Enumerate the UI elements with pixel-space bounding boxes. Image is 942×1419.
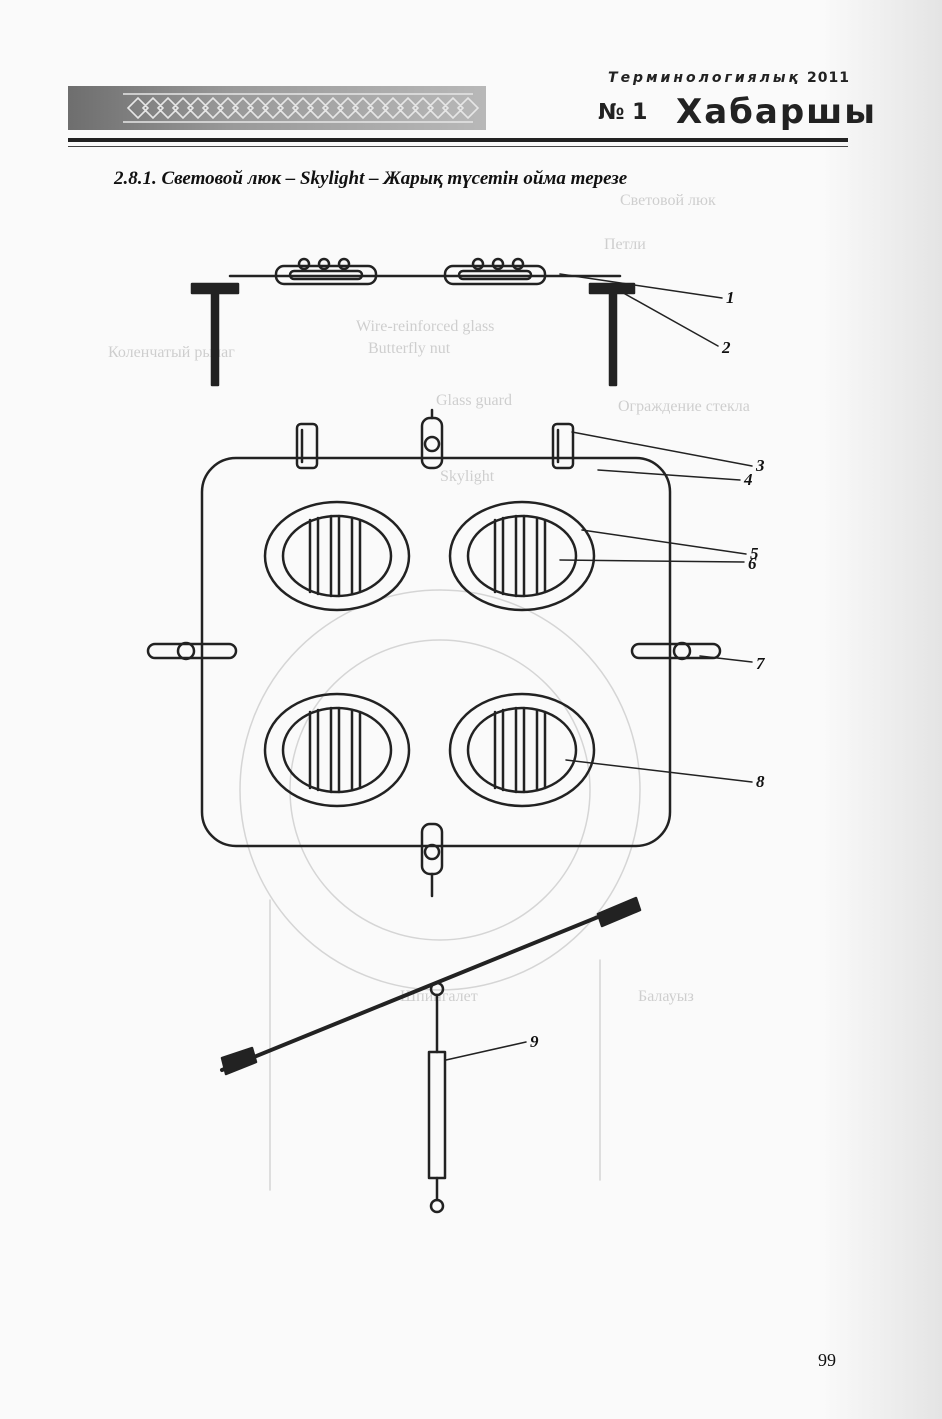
ornament-pattern xyxy=(123,93,480,123)
coaming-frame xyxy=(190,282,636,387)
journal-year: 2011 xyxy=(807,70,850,86)
bleed-through-text: Световой люк xyxy=(620,192,716,209)
callout-8: 8 xyxy=(756,772,765,791)
callout-1: 1 xyxy=(726,288,735,307)
bleed-through-text: Glass guard xyxy=(436,392,512,409)
porthole xyxy=(448,692,596,808)
rocker-arm xyxy=(220,896,642,1214)
header-rule-thin xyxy=(68,146,848,147)
bleed-through-drawing xyxy=(239,589,641,1191)
leader-lines xyxy=(445,273,753,1061)
gutter-shadow xyxy=(822,0,942,1419)
bleed-through-text: Шпингалет xyxy=(400,988,478,1005)
bleed-through-text: Butterfly nut xyxy=(368,340,451,357)
butterfly-nut xyxy=(630,641,722,661)
journal-line-text: Терминологиялық xyxy=(608,70,802,86)
journal-name: Хабаршы xyxy=(676,92,878,132)
cover-plate xyxy=(200,456,672,848)
butterfly-nut xyxy=(146,641,238,661)
page-number: 99 xyxy=(818,1350,836,1370)
bleed-through-text: Ограждение стекла xyxy=(618,398,750,415)
callout-5: 5 xyxy=(750,544,759,563)
porthole xyxy=(263,692,411,808)
callout-4: 4 xyxy=(744,470,753,489)
callout-7: 7 xyxy=(756,654,765,673)
journal-running-title: Терминологиялық 2011 xyxy=(608,70,850,86)
issue-number: № 1 xyxy=(598,100,648,125)
bleed-through-text: Балауыз xyxy=(638,988,694,1005)
porthole xyxy=(448,500,596,612)
bleed-through-text: Skylight xyxy=(440,468,495,485)
bleed-through-text: Петли xyxy=(604,236,646,253)
callout-2: 2 xyxy=(722,338,731,357)
bottom-clamp xyxy=(420,822,444,898)
callout-9: 9 xyxy=(530,1032,539,1051)
header-rule xyxy=(68,138,848,142)
hinge-assembly xyxy=(228,257,622,286)
cover-lugs xyxy=(295,408,575,470)
bleed-through-text: Wire-reinforced glass xyxy=(356,318,495,335)
porthole xyxy=(263,500,411,612)
callout-6: 6 xyxy=(748,554,757,573)
callout-3: 3 xyxy=(756,456,765,475)
ornament-banner xyxy=(68,86,486,130)
bleed-through-text: Коленчатый рычаг xyxy=(108,344,235,361)
section-title: 2.8.1. Световой люк – Skylight – Жарық т… xyxy=(114,168,628,189)
